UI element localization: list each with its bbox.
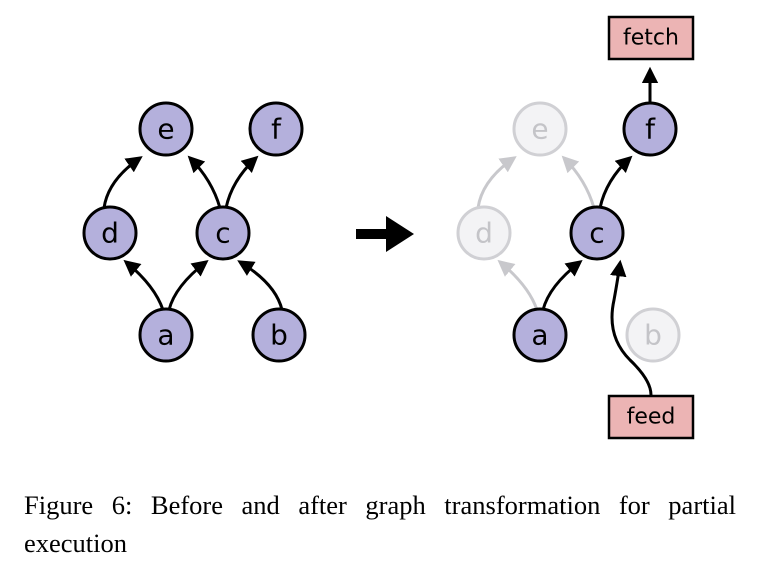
- faded-edge-d-to-e: [476, 156, 517, 209]
- node-label: c: [589, 217, 604, 250]
- after-node-f: f: [622, 101, 678, 157]
- node-label: b: [644, 319, 662, 352]
- after-node-c: c: [569, 205, 625, 261]
- fetch-box: fetch: [607, 15, 695, 61]
- before-node-a: a: [138, 307, 194, 363]
- node-label: d: [475, 217, 493, 250]
- after-node-a: a: [512, 307, 568, 363]
- faded-edge-a-to-d: [497, 259, 539, 311]
- before-graph: e f d c a b: [82, 101, 307, 363]
- feed-box: feed: [607, 394, 695, 440]
- after-graph: e f d c a b fetch feed: [456, 15, 695, 440]
- node-label: e: [157, 113, 174, 146]
- node-label: b: [270, 319, 288, 352]
- before-node-f: f: [248, 101, 304, 157]
- fetch-label: fetch: [623, 26, 679, 51]
- edge-d-to-e: [102, 156, 143, 209]
- after-node-b: b: [625, 307, 681, 363]
- node-label: a: [531, 319, 548, 352]
- after-node-d: d: [456, 205, 512, 261]
- before-node-d: d: [82, 205, 138, 261]
- right-arrow-icon: [356, 216, 414, 252]
- edge-c-to-f: [224, 155, 259, 209]
- after-node-e: e: [512, 101, 568, 157]
- edge-a-to-c: [167, 259, 209, 311]
- edge-a-to-c: [541, 259, 583, 311]
- node-label: f: [645, 113, 656, 146]
- node-label: a: [157, 319, 174, 352]
- node-label: d: [101, 217, 119, 250]
- figure-caption: Figure 6: Before and after graph transfo…: [24, 490, 736, 558]
- edge-feed-to-c: [610, 259, 653, 396]
- edge-a-to-d: [123, 259, 165, 311]
- before-node-e: e: [138, 101, 194, 157]
- node-label: c: [215, 217, 230, 250]
- edge-c-to-e: [187, 155, 222, 209]
- before-node-c: c: [195, 205, 251, 261]
- faded-edge-c-to-e: [561, 155, 596, 209]
- node-label: e: [531, 113, 548, 146]
- node-label: f: [271, 113, 282, 146]
- edge-b-to-c: [237, 260, 284, 311]
- edge-c-to-f: [598, 155, 633, 209]
- before-node-b: b: [251, 307, 307, 363]
- graph-transformation-figure: e f d c a b: [82, 15, 695, 440]
- feed-label: feed: [627, 405, 676, 430]
